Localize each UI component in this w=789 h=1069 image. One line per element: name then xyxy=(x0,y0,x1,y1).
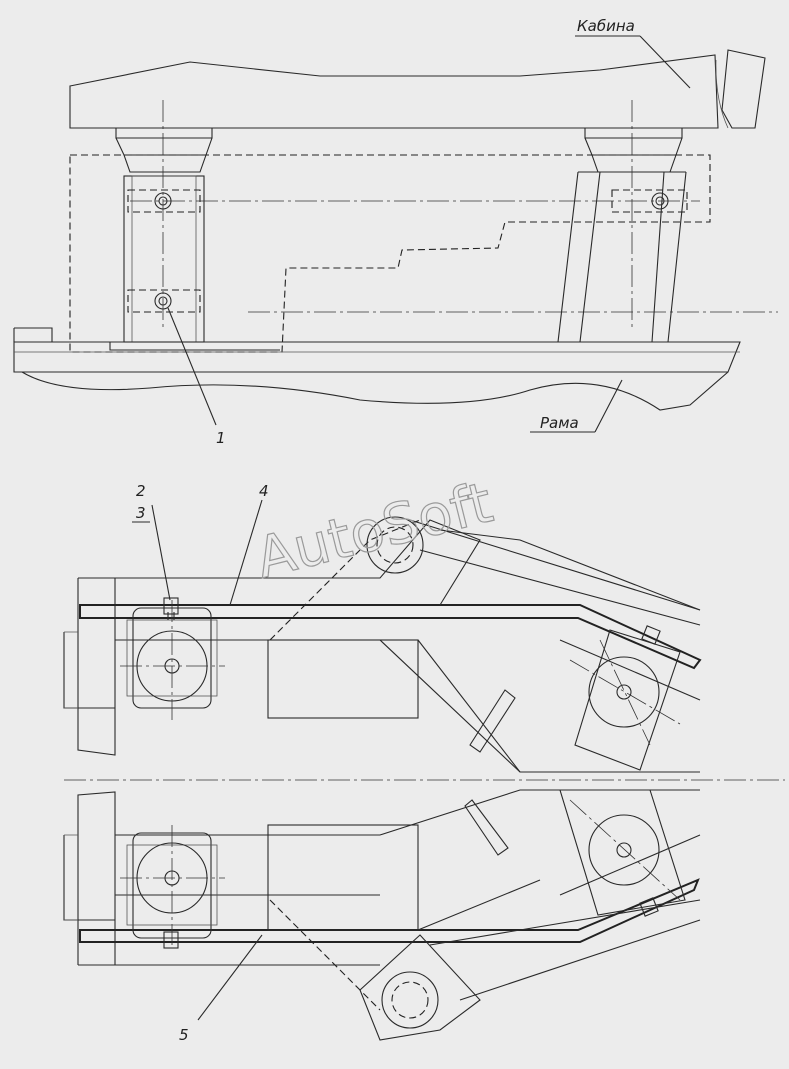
label-item-5: 5 xyxy=(179,1026,189,1044)
rear-rubber-mount xyxy=(584,127,683,173)
label-frame: Рама xyxy=(540,414,579,432)
bracket-envelope xyxy=(69,154,711,353)
plan-view-upper xyxy=(63,499,702,773)
autosoft-watermark: AutoSoft xyxy=(250,470,499,591)
rear-support xyxy=(557,171,688,343)
bar-4 xyxy=(79,604,702,670)
label-item-3: 3 xyxy=(136,504,146,522)
label-item-1: 1 xyxy=(216,429,226,447)
side-view xyxy=(13,35,778,433)
frame-side xyxy=(13,327,741,411)
label-cabin: Кабина xyxy=(577,17,635,35)
plan-view-lower xyxy=(63,789,701,1041)
cabin-outline xyxy=(69,54,719,129)
front-rubber-mount xyxy=(115,127,213,173)
bar-5 xyxy=(79,878,700,943)
cabin-door-panel xyxy=(721,49,766,129)
label-item-4: 4 xyxy=(259,482,269,500)
label-item-2: 2 xyxy=(136,482,146,500)
